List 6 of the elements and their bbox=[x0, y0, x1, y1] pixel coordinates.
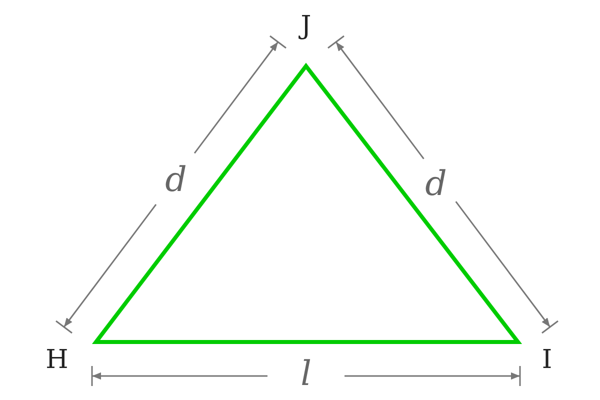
vertex-label: J bbox=[300, 13, 312, 39]
vertex-label: I bbox=[542, 347, 552, 373]
dimension-label: l bbox=[300, 357, 312, 391]
vertex-label: H bbox=[46, 347, 68, 373]
dimension-label: d bbox=[425, 167, 447, 201]
dimension-label: d bbox=[165, 163, 187, 197]
